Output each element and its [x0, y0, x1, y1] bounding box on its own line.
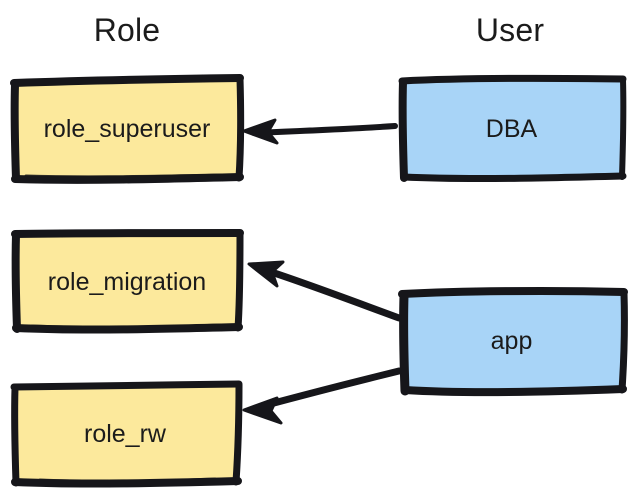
column-header-role: Role: [93, 12, 161, 48]
node-role-migration[interactable]: role_migration: [11, 229, 244, 334]
node-dba[interactable]: DBA: [398, 74, 627, 183]
node-role-migration-shape: [11, 229, 244, 334]
edge-app-to-role-rw: [242, 367, 403, 425]
node-dba-shape: [398, 74, 627, 183]
node-role-rw[interactable]: role_rw: [10, 380, 243, 488]
node-app[interactable]: app: [398, 286, 628, 397]
edge-app-to-role-migration: [247, 260, 403, 322]
node-role-rw-shape: [10, 380, 243, 488]
node-app-shape: [398, 286, 628, 397]
node-role-superuser-shape: [10, 74, 245, 184]
edge-dba-to-role-superuser: [242, 118, 398, 145]
column-header-user: User: [475, 12, 545, 48]
node-role-superuser[interactable]: role_superuser: [10, 74, 245, 184]
